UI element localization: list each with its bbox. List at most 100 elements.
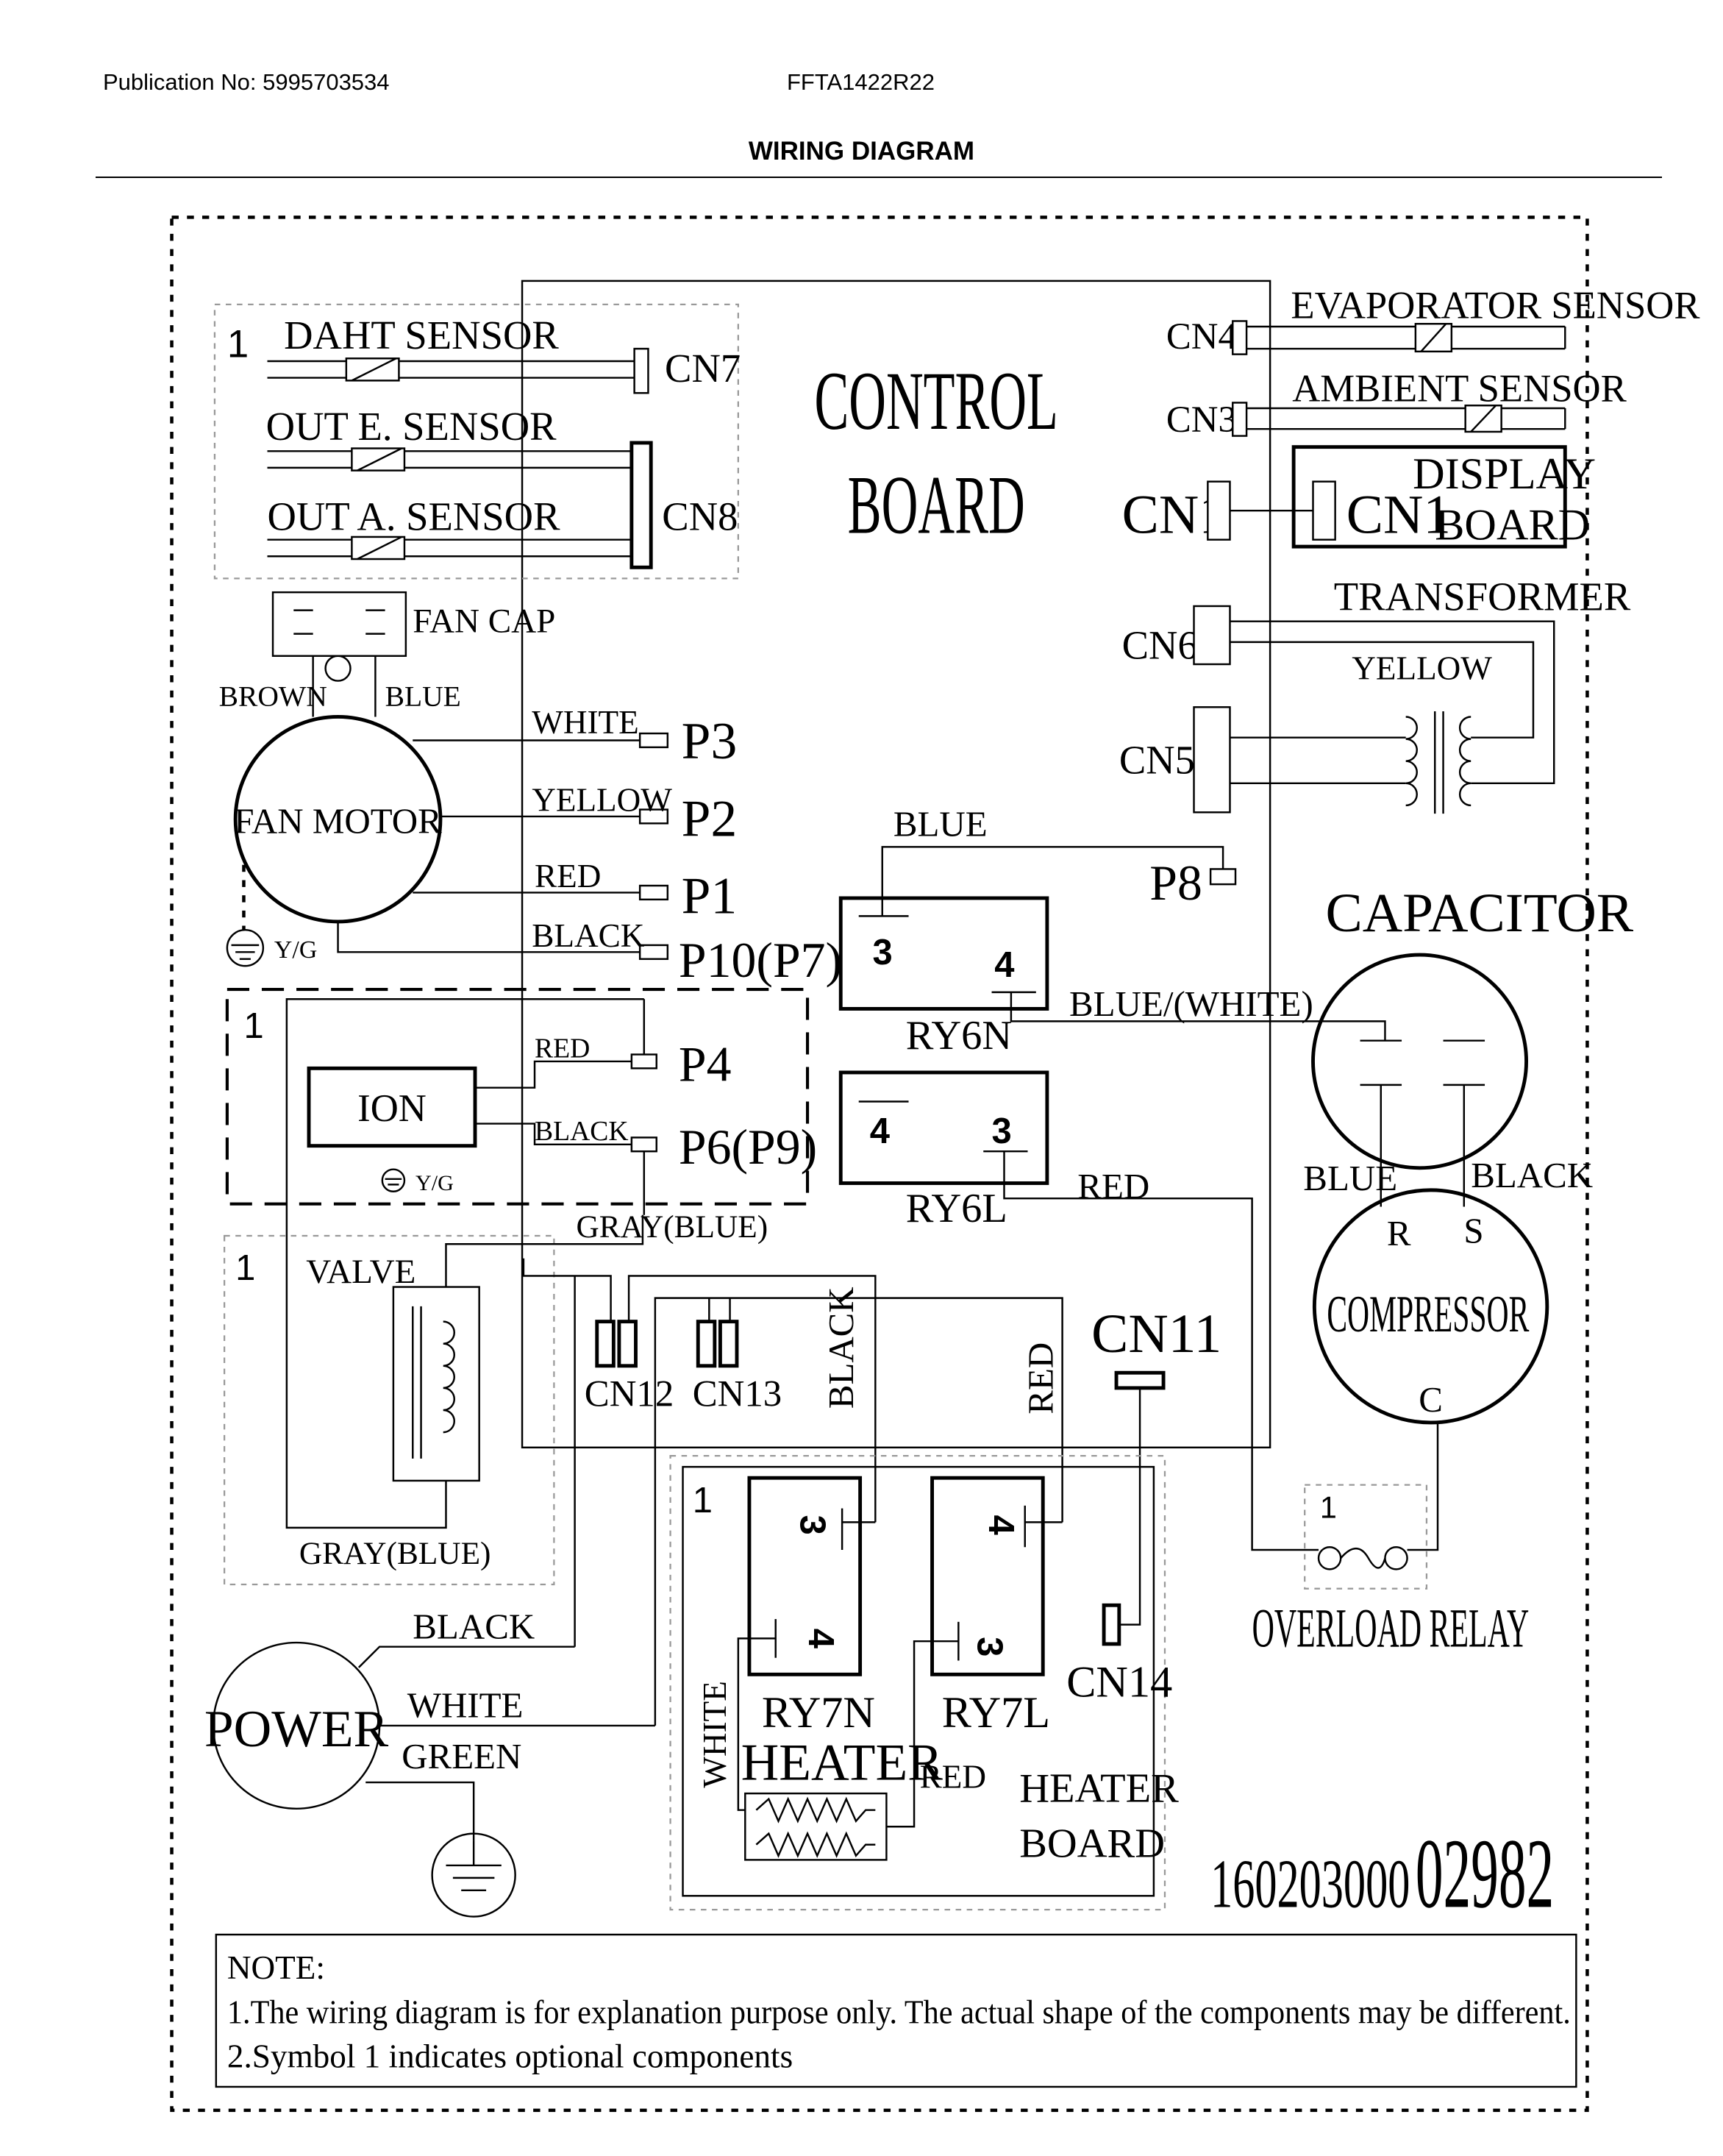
ion-black-wire-label: BLACK [535,1116,629,1147]
cn13-connector [696,1320,739,1368]
option-symbol-ion: 1 [243,1006,263,1046]
control-board-label-1: CONTROL [814,355,1057,447]
ry6n-blue-wire-label: BLUE [893,803,988,844]
ry6l-label: RY6L [906,1186,1007,1231]
p10-terminal [638,944,669,960]
ry7l-pin-4: 4 [981,1515,1021,1535]
option-symbol-heater: 1 [693,1481,713,1520]
cn7-label: CN7 [665,346,741,391]
p1-label: P1 [682,867,738,925]
ry7l-label: RY7L [942,1688,1050,1737]
ry6l-red-wire-label: RED [1077,1166,1149,1206]
notes-box [215,1933,1577,2088]
transformer-label: TRANSFORMER [1334,574,1631,619]
out-e-sensor-cable [267,447,632,472]
ry7n-pin-4: 4 [801,1629,841,1648]
cn4-label: CN4 [1166,316,1237,357]
page-title: WIRING DIAGRAM [748,137,975,166]
p6-terminal [630,1136,657,1153]
transformer-icon [1405,711,1471,814]
evaporator-sensor-label: EVAPORATOR SENSOR [1291,285,1700,327]
p10-label: P10(P7) [679,933,842,988]
valve-label: VALVE [306,1253,415,1291]
display-board-box [1291,445,1567,549]
capacitor-label: CAPACITOR [1325,883,1633,944]
part-number-prefix: 160203000 [1210,1846,1410,1922]
red-vertical-wire-label: RED [1020,1342,1060,1415]
out-a-sensor-cable [267,536,632,561]
heater-element-icon [744,1792,888,1861]
optional-overload-box [1304,1484,1428,1590]
ry7l-relay [930,1476,1045,1676]
fan-motor-label: FAN MOTOR [234,801,442,842]
capacitor-icon [1311,953,1528,1170]
p2-label: P2 [682,789,738,847]
control-board-label-2: BOARD [848,459,1025,551]
power-green-wire-label: GREEN [402,1736,521,1776]
gray-blue-wire-label-top: GRAY(BLUE) [577,1209,768,1245]
cn4-connector [1232,320,1248,355]
daht-sensor-label: DAHT SENSOR [284,313,559,357]
cn8-label: CN8 [662,494,738,539]
notes-line-2: 2.Symbol 1 indicates optional components [227,2038,793,2075]
ry7l-pin-3: 3 [970,1637,1010,1657]
blue-white-wire-label: BLUE/(WHITE) [1069,983,1313,1024]
ry7n-pin-3: 3 [793,1515,832,1535]
ion-red-wire-label: RED [535,1033,590,1064]
heater-board-label-2: BOARD [1019,1821,1165,1867]
cn12-connector [595,1320,638,1368]
ry6l-pin-3: 3 [992,1111,1012,1151]
black-vertical-wire-label: BLACK [821,1287,861,1409]
notes-line-1: 1.The wiring diagram is for explanation … [227,1993,1571,2030]
cn14-connector [1102,1603,1121,1646]
optional-valve-box [223,1234,555,1586]
heater-board-label-1: HEATER [1019,1765,1179,1811]
fan-ground-icon [226,928,265,967]
fan-cap-box [271,591,407,657]
p2-terminal [638,808,669,825]
option-symbol-valve: 1 [235,1248,255,1288]
p6-label: P6(P9) [679,1120,817,1175]
cn1-board-connector [1207,480,1231,541]
compressor-s-terminal: S [1463,1210,1483,1250]
publication-number: Publication No: 5995703534 [103,69,390,95]
ry6n-label: RY6N [906,1013,1012,1059]
cn1-display-label: CN1 [1346,484,1451,545]
optional-heater-box [669,1454,1166,1911]
p8-terminal [1209,868,1237,886]
compressor-black-wire-label: BLACK [1471,1155,1593,1195]
optional-ion-box [225,988,810,1206]
heater-white-wire-label: WHITE [696,1681,733,1787]
ry6n-pin-3: 3 [873,933,893,972]
display-board-label-1: DISPLAY [1413,449,1596,499]
cn5-connector [1193,706,1231,814]
cn13-label: CN13 [693,1373,782,1414]
cn6-label: CN6 [1122,623,1198,668]
power-black-wire-label: BLACK [413,1606,535,1646]
out-a-sensor-label: OUT A. SENSOR [268,494,561,539]
daht-sensor-cable [267,357,635,382]
overload-relay-label: OVERLOAD RELAY [1252,1598,1530,1659]
part-number-suffix: 02982 [1416,1818,1554,1929]
ry6l-relay [838,1070,1049,1185]
ry6n-relay [838,896,1049,1011]
cn3-connector [1232,402,1248,437]
cn11-connector [1114,1370,1166,1390]
overload-relay-icon [1317,1546,1408,1570]
heater-board-outline [682,1465,1155,1897]
out-e-sensor-label: OUT E. SENSOR [266,404,557,449]
header-rule [96,177,1662,178]
p4-label: P4 [679,1036,732,1092]
cn3-label: CN3 [1166,399,1237,440]
valve-coil-icon [443,1320,455,1434]
cn12-label: CN12 [585,1373,674,1414]
notes-heading: NOTE: [227,1949,325,1986]
blue-wire-label: BLUE [385,680,461,712]
p3-terminal [638,732,669,749]
ion-ground-icon [381,1168,406,1192]
brown-wire-label: BROWN [219,680,327,712]
ambient-sensor-label: AMBIENT SENSOR [1292,368,1627,410]
cn1-display-connector [1312,480,1336,541]
yellow-wire-label: YELLOW [532,781,672,818]
cn8-connector [629,441,653,569]
